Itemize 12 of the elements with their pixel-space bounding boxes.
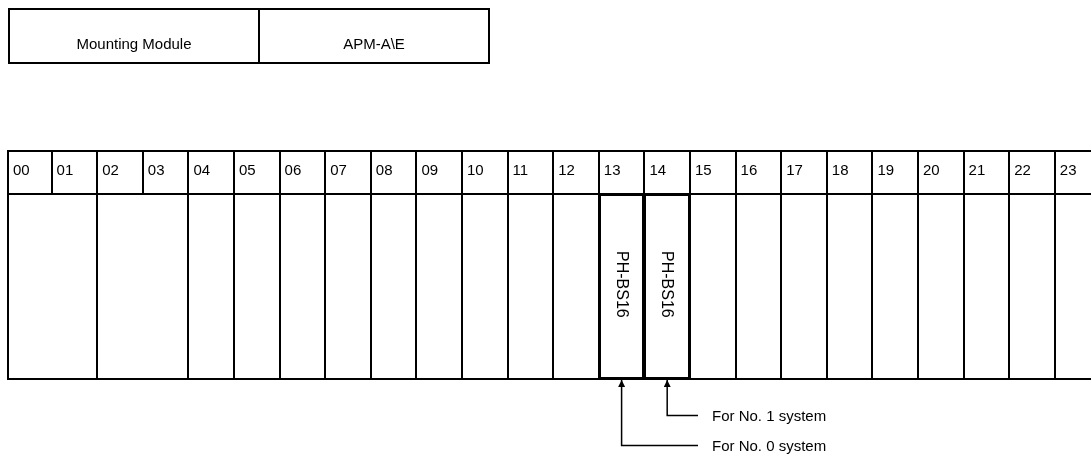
slot-column bbox=[7, 193, 99, 380]
module-label: PH-BS16 bbox=[659, 251, 676, 318]
note-text: For No. 1 system bbox=[712, 408, 827, 423]
module-label: PH-BS16 bbox=[613, 251, 630, 318]
header-cell: Mounting Module bbox=[8, 8, 260, 64]
arrow bbox=[618, 379, 699, 447]
arrow bbox=[663, 379, 699, 417]
slot-number-cell: 00 bbox=[7, 150, 53, 195]
note-text: For No. 0 system bbox=[712, 438, 827, 453]
module-card bbox=[597, 193, 646, 380]
module-card bbox=[643, 193, 691, 380]
header-cell: APM-A\E bbox=[258, 8, 490, 64]
